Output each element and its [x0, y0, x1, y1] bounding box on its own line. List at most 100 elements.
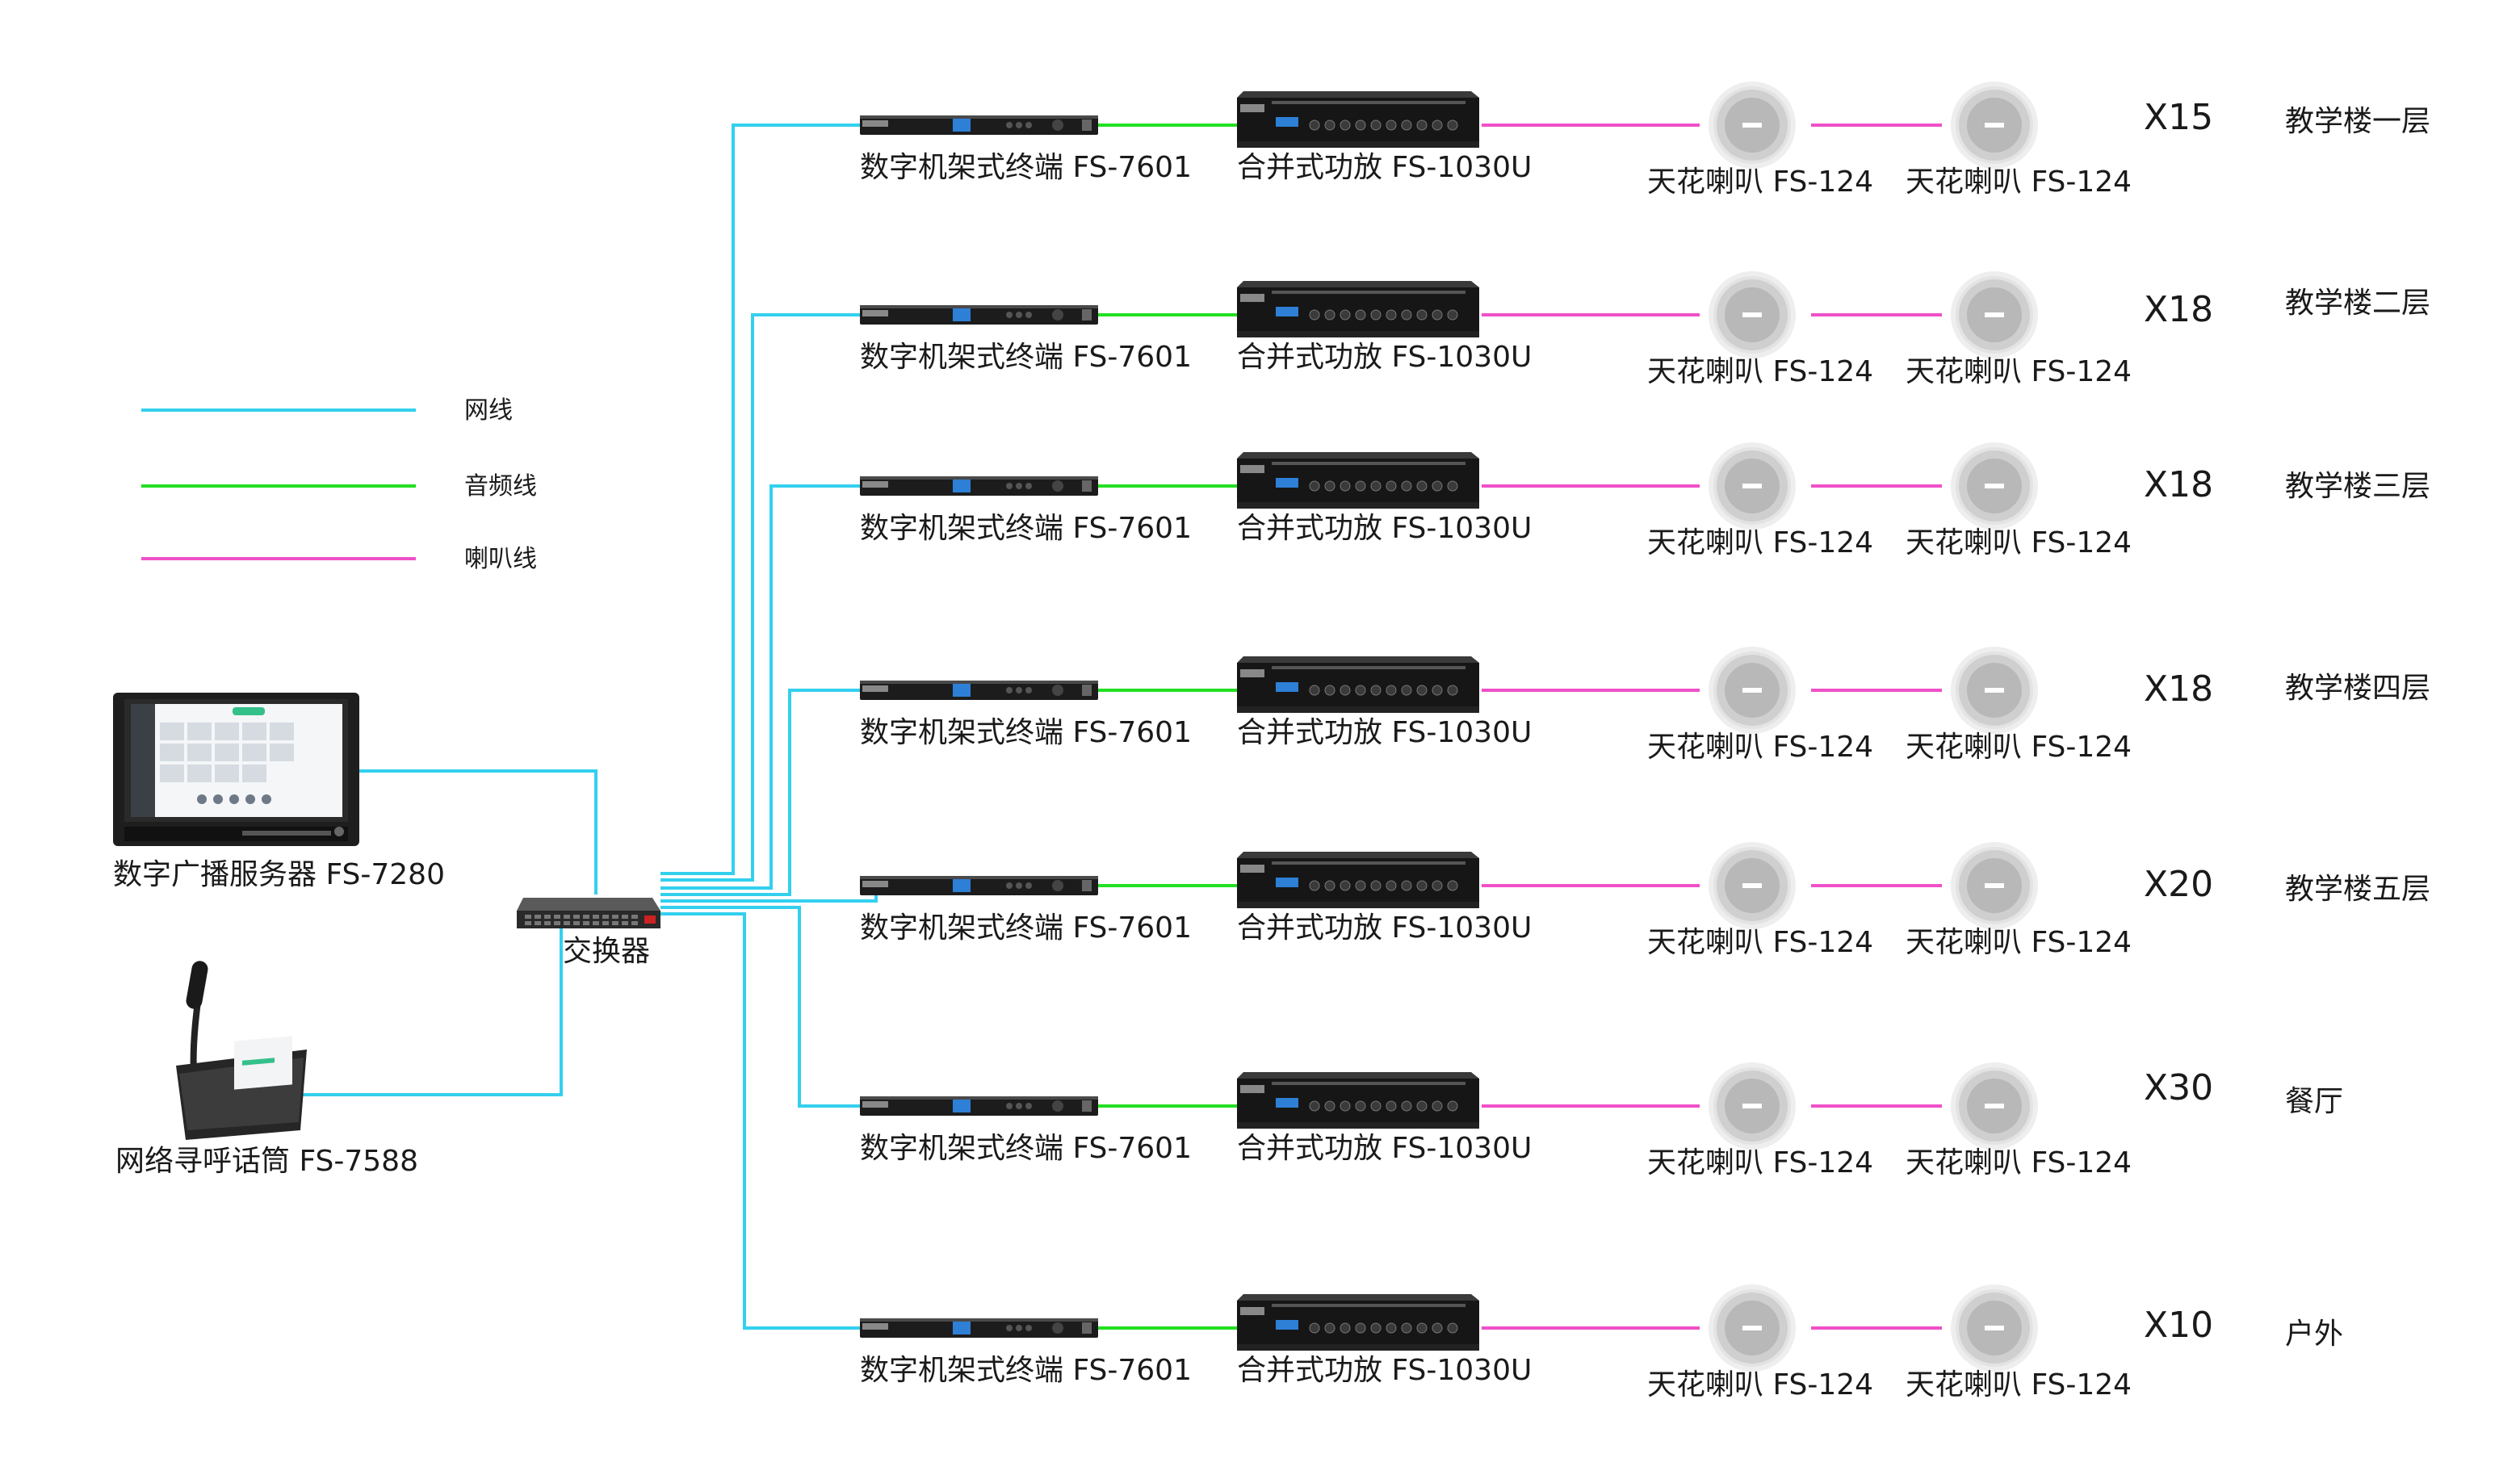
rack-terminal-device: [860, 476, 1098, 496]
broadcast-server-device: [113, 693, 359, 846]
switch-fanout-lines: [660, 124, 878, 1330]
speaker-count: X30: [2144, 1067, 2213, 1108]
amplifier-device: [1237, 1072, 1479, 1129]
source-network-lines: [303, 769, 598, 1096]
amplifier-device: [1237, 91, 1479, 148]
paging-microphone-device: [176, 961, 307, 1140]
amplifier-label: 合并式功放 FS-1030U: [1237, 1132, 1532, 1165]
zone-row-4: 数字机架式终端 FS-7601 合并式功放 FS-1030U 天花喇叭 FS-124…: [860, 647, 2430, 764]
ceiling-speaker-device: [1709, 647, 1796, 734]
server-network-line: [359, 769, 598, 895]
amplifier-device: [1237, 656, 1479, 713]
speaker-a-label: 天花喇叭 FS-124: [1647, 1146, 1873, 1179]
zone-row-3: 数字机架式终端 FS-7601 合并式功放 FS-1030U 天花喇叭 FS-124…: [860, 442, 2430, 559]
amplifier-device: [1237, 852, 1479, 908]
ceiling-speaker-device: [1951, 82, 2038, 169]
network-switch-device: [517, 898, 660, 928]
terminal-label: 数字机架式终端 FS-7601: [860, 341, 1192, 374]
amplifier-label: 合并式功放 FS-1030U: [1237, 512, 1532, 545]
ceiling-speaker-device: [1951, 271, 2038, 358]
speaker-count: X10: [2144, 1305, 2213, 1346]
ceiling-speaker-device: [1951, 1284, 2038, 1372]
legend-speaker-label: 喇叭线: [464, 545, 537, 573]
zone-location-label: 餐厅: [2285, 1085, 2343, 1118]
speaker-count: X18: [2144, 668, 2213, 710]
zone-location-label: 教学楼三层: [2285, 470, 2430, 503]
legend: 网线 音频线 喇叭线: [141, 396, 537, 573]
speaker-b-label: 天花喇叭 FS-124: [1906, 1146, 2132, 1179]
amplifier-label: 合并式功放 FS-1030U: [1237, 716, 1532, 749]
speaker-b-label: 天花喇叭 FS-124: [1906, 926, 2132, 959]
network-line-row-1: [660, 124, 860, 875]
zone-location-label: 教学楼一层: [2285, 105, 2430, 138]
terminal-label: 数字机架式终端 FS-7601: [860, 911, 1192, 945]
broadcast-server-label: 数字广播服务器 FS-7280: [113, 858, 445, 891]
rack-terminal-device: [860, 876, 1098, 895]
network-line-row-3: [660, 484, 860, 890]
network-line-row-2: [660, 313, 860, 882]
zone-row-2: 数字机架式终端 FS-7601 合并式功放 FS-1030U 天花喇叭 FS-124…: [860, 271, 2430, 388]
terminal-label: 数字机架式终端 FS-7601: [860, 716, 1192, 749]
zone-location-label: 教学楼二层: [2285, 287, 2430, 320]
amplifier-device: [1237, 1294, 1479, 1351]
speaker-count: X18: [2144, 289, 2213, 330]
ceiling-speaker-device: [1951, 647, 2038, 734]
ceiling-speaker-device: [1709, 82, 1796, 169]
network-switch-label: 交换器: [563, 935, 650, 968]
terminal-label: 数字机架式终端 FS-7601: [860, 1354, 1192, 1387]
legend-audio-label: 音频线: [464, 472, 537, 501]
speaker-a-label: 天花喇叭 FS-124: [1647, 731, 1873, 764]
amplifier-label: 合并式功放 FS-1030U: [1237, 911, 1532, 945]
speaker-b-label: 天花喇叭 FS-124: [1906, 165, 2132, 199]
rack-terminal-device: [860, 115, 1098, 135]
rack-terminal-device: [860, 305, 1098, 325]
speaker-count: X20: [2144, 864, 2213, 905]
zone-row-7: 数字机架式终端 FS-7601 合并式功放 FS-1030U 天花喇叭 FS-124…: [860, 1284, 2343, 1401]
rack-terminal-device: [860, 1318, 1098, 1338]
mic-network-line: [303, 922, 563, 1096]
speaker-a-label: 天花喇叭 FS-124: [1647, 1368, 1873, 1401]
legend-network-label: 网线: [464, 396, 513, 425]
speaker-a-label: 天花喇叭 FS-124: [1647, 165, 1873, 199]
speaker-count: X18: [2144, 464, 2213, 505]
ceiling-speaker-device: [1709, 842, 1796, 929]
network-line-row-4: [660, 689, 860, 896]
amplifier-device: [1237, 452, 1479, 509]
rack-terminal-device: [860, 681, 1098, 700]
rack-terminal-device: [860, 1096, 1098, 1116]
zone-row-5: 数字机架式终端 FS-7601 合并式功放 FS-1030U 天花喇叭 FS-124…: [860, 842, 2430, 959]
speaker-count: X15: [2144, 97, 2213, 138]
amplifier-label: 合并式功放 FS-1030U: [1237, 341, 1532, 374]
ceiling-speaker-device: [1709, 1284, 1796, 1372]
terminal-label: 数字机架式终端 FS-7601: [860, 512, 1192, 545]
speaker-b-label: 天花喇叭 FS-124: [1906, 731, 2132, 764]
network-line-row-6: [660, 906, 860, 1108]
zone-rows: 数字机架式终端 FS-7601 合并式功放 FS-1030U 天花喇叭 FS-124…: [860, 82, 2430, 1401]
zone-location-label: 户外: [2285, 1318, 2343, 1351]
speaker-b-label: 天花喇叭 FS-124: [1906, 526, 2132, 559]
ceiling-speaker-device: [1951, 1062, 2038, 1150]
zone-location-label: 教学楼四层: [2285, 672, 2430, 705]
terminal-label: 数字机架式终端 FS-7601: [860, 1132, 1192, 1165]
zone-row-6: 数字机架式终端 FS-7601 合并式功放 FS-1030U 天花喇叭 FS-124…: [860, 1062, 2343, 1179]
network-line-row-7: [660, 912, 860, 1330]
terminal-label: 数字机架式终端 FS-7601: [860, 151, 1192, 184]
speaker-a-label: 天花喇叭 FS-124: [1647, 526, 1873, 559]
ceiling-speaker-device: [1951, 842, 2038, 929]
amplifier-device: [1237, 281, 1479, 337]
ceiling-speaker-device: [1951, 442, 2038, 530]
ceiling-speaker-device: [1709, 442, 1796, 530]
speaker-a-label: 天花喇叭 FS-124: [1647, 355, 1873, 388]
zone-row-1: 数字机架式终端 FS-7601 合并式功放 FS-1030U 天花喇叭 FS-124…: [860, 82, 2430, 199]
amplifier-label: 合并式功放 FS-1030U: [1237, 151, 1532, 184]
ceiling-speaker-device: [1709, 1062, 1796, 1150]
speaker-b-label: 天花喇叭 FS-124: [1906, 355, 2132, 388]
speaker-b-label: 天花喇叭 FS-124: [1906, 1368, 2132, 1401]
zone-location-label: 教学楼五层: [2285, 873, 2430, 906]
ceiling-speaker-device: [1709, 271, 1796, 358]
amplifier-label: 合并式功放 FS-1030U: [1237, 1354, 1532, 1387]
paging-microphone-label: 网络寻呼话筒 FS-7588: [115, 1145, 418, 1178]
speaker-a-label: 天花喇叭 FS-124: [1647, 926, 1873, 959]
